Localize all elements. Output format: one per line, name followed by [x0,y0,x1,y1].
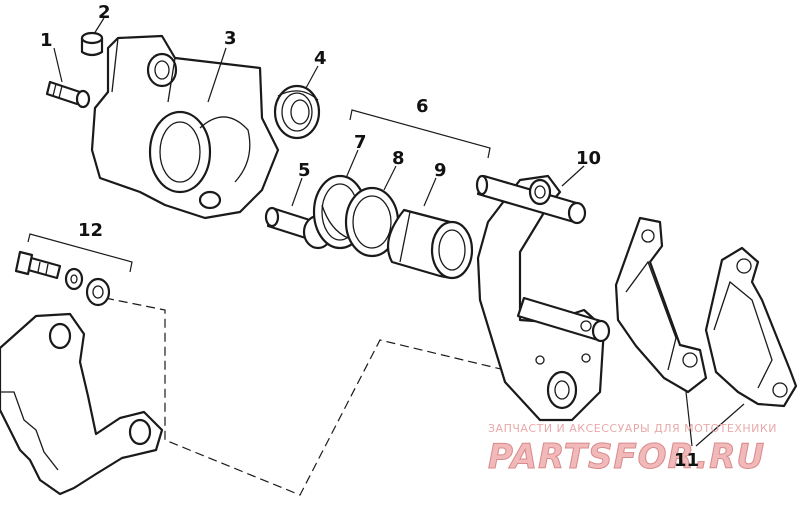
watermark-tagline: ЗАПЧАСТИ И АКСЕССУАРЫ ДЛЯ МОТОТЕХНИКИ [488,422,777,435]
part-12-mounting-bolt [14,250,111,307]
leader-2 [93,17,105,35]
callout-2: 2 [98,2,111,23]
callout-11: 11 [674,450,699,471]
callout-7: 7 [354,132,367,153]
group-6-bracket [349,109,491,159]
part-3-caliper-body [90,34,280,220]
part-11-brake-pads [614,216,798,408]
part-10-bracket [475,174,611,422]
watermark-brand: PARTSFOR.RU [488,437,765,477]
callout-3: 3 [224,28,237,49]
group-12-bracket [27,233,133,273]
leader-10 [561,165,585,187]
callout-1: 1 [40,30,53,51]
leader-4 [305,65,319,89]
leader-1 [53,47,63,83]
leader-9 [423,177,437,207]
part-1-bleeder-screw [45,80,91,109]
assembly-dashed-line [104,297,506,496]
leader-3 [207,47,227,103]
leader-11a [685,391,693,447]
callout-5: 5 [298,160,311,181]
mounting-bracket [0,312,164,496]
callout-10: 10 [576,148,601,169]
callout-9: 9 [434,160,447,181]
callout-8: 8 [392,148,405,169]
leader-7 [345,149,359,179]
leader-11b [695,403,745,447]
part-4-boot [273,84,321,140]
part-9-piston [386,208,474,280]
leader-8 [383,165,397,191]
callout-4: 4 [314,48,327,69]
leader-5 [291,177,303,207]
callout-6: 6 [416,96,429,117]
part-2-bleeder-cap [80,31,104,57]
callout-12: 12 [78,220,103,241]
